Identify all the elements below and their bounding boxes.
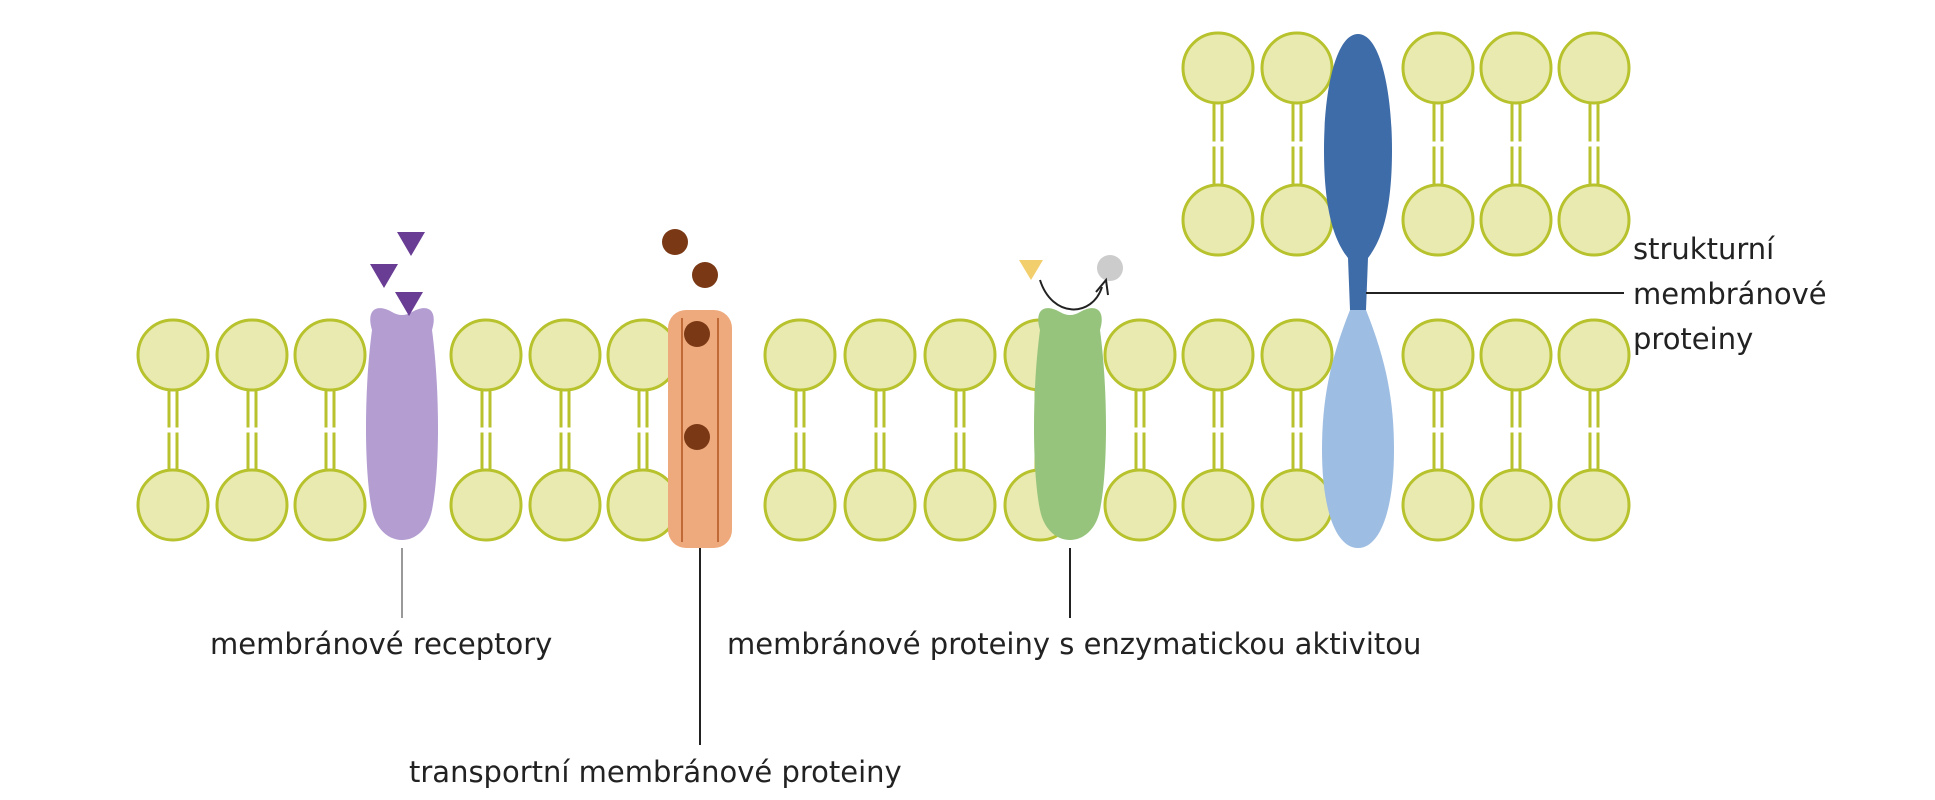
enzyme-protein [1034, 308, 1106, 540]
product-circle [1097, 255, 1123, 281]
lipid-head [1103, 468, 1177, 542]
lipid-head [1260, 318, 1334, 392]
lipid-head [763, 318, 837, 392]
lipid-head [136, 468, 210, 542]
phospholipid [1401, 31, 1475, 257]
lipid-head [215, 318, 289, 392]
lipid-head [843, 318, 917, 392]
lipid-bilayer-upper [1181, 31, 1631, 257]
receptor-protein [366, 308, 438, 540]
lipid-head [763, 468, 837, 542]
transported-particle [684, 321, 710, 347]
lipid-head [1401, 468, 1475, 542]
lipid-head [1103, 318, 1177, 392]
lipid-head [1557, 468, 1631, 542]
transported-particle [684, 424, 710, 450]
lipid-head [1557, 31, 1631, 105]
lipid-head [1401, 31, 1475, 105]
lipid-head [1401, 318, 1475, 392]
lipid-head [293, 468, 367, 542]
lipid-head [1260, 183, 1334, 257]
structural-protein-lower [1322, 310, 1394, 548]
phospholipid [1479, 31, 1553, 257]
lipid-head [293, 318, 367, 392]
lipid-head [923, 318, 997, 392]
ligand-triangle [395, 292, 423, 316]
lipid-head [1557, 318, 1631, 392]
phospholipid [1557, 318, 1631, 542]
membrane-receptor [366, 232, 438, 618]
label-structural-line: strukturní [1633, 232, 1775, 266]
phospholipid [1401, 318, 1475, 542]
lipid-head [1181, 31, 1255, 105]
phospholipid [763, 318, 837, 542]
label-structural-line: membránové [1633, 277, 1827, 311]
structural-protein-upper [1324, 34, 1392, 310]
lipid-head [1479, 183, 1553, 257]
transport-protein [662, 229, 732, 745]
phospholipid [528, 318, 602, 542]
phospholipid [136, 318, 210, 542]
phospholipid [1260, 31, 1334, 257]
structural-protein [1322, 34, 1624, 548]
label-enzymatic-proteins: membránové proteiny s enzymatickou aktiv… [727, 627, 1422, 661]
phospholipid [1260, 318, 1334, 542]
phospholipid [1181, 31, 1255, 257]
ligand-triangle [397, 232, 425, 256]
lipid-head [923, 468, 997, 542]
phospholipid [1103, 318, 1177, 542]
transported-particle [692, 262, 718, 288]
lipid-head [843, 468, 917, 542]
lipid-head [215, 468, 289, 542]
lipid-head [449, 318, 523, 392]
lipid-head [1557, 183, 1631, 257]
lipid-head [606, 318, 680, 392]
enzymatic-protein [1019, 255, 1123, 618]
lipid-head [1479, 318, 1553, 392]
lipid-head [1260, 468, 1334, 542]
phospholipid [923, 318, 997, 542]
lipid-head [1401, 183, 1475, 257]
lipid-head [1479, 31, 1553, 105]
lipid-head [1260, 31, 1334, 105]
lipid-head [528, 468, 602, 542]
substrate-triangle [1019, 260, 1043, 280]
lipid-head [606, 468, 680, 542]
phospholipid [215, 318, 289, 542]
label-membrane-receptors: membránové receptory [210, 627, 553, 661]
phospholipid [293, 318, 367, 542]
lipid-head [1181, 318, 1255, 392]
label-structural-line: proteiny [1633, 322, 1754, 356]
reaction-arrowhead [1095, 277, 1109, 296]
label-transport-proteins: transportní membránové proteiny [409, 755, 902, 789]
ligand-triangle [370, 264, 398, 288]
lipid-head [449, 468, 523, 542]
phospholipid [843, 318, 917, 542]
lipid-head [1479, 468, 1553, 542]
phospholipid [449, 318, 523, 542]
transported-particle [662, 229, 688, 255]
reaction-arrow [1039, 279, 1103, 311]
lipid-head [1181, 468, 1255, 542]
phospholipid [1181, 318, 1255, 542]
label-structural-proteins: strukturní membránové proteiny [1633, 227, 1827, 362]
lipid-head [136, 318, 210, 392]
lipid-bilayer-main [136, 318, 1631, 542]
phospholipid [1557, 31, 1631, 257]
lipid-head [528, 318, 602, 392]
lipid-head [1181, 183, 1255, 257]
phospholipid [1479, 318, 1553, 542]
phospholipid [606, 318, 680, 542]
